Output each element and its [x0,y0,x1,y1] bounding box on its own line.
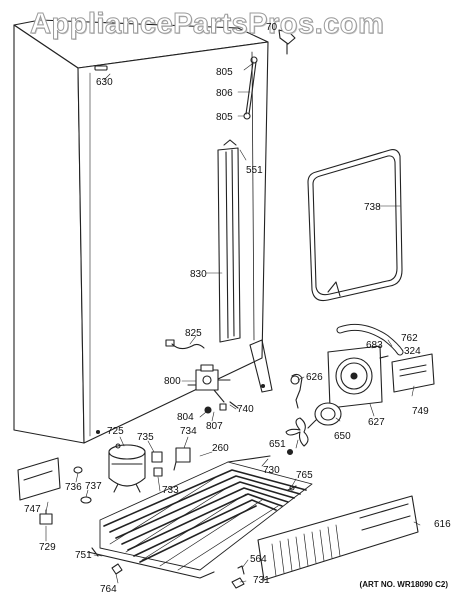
part-label: 70 [266,22,278,33]
cabinet [13,19,273,444]
part-label: 738 [364,202,381,213]
part-label: 683 [366,340,383,351]
part-label: 736 [65,482,82,493]
tube-806 [243,56,258,120]
mullion-830 [217,139,241,343]
part-label: 749 [412,406,429,417]
drain-hose-762 [336,323,404,356]
grille-616 [257,495,419,581]
hardware-804-807 [204,401,239,414]
condenser-730 [99,455,313,571]
part-label: 830 [190,269,207,280]
part-label: 626 [306,372,323,383]
part-label: 805 [216,67,233,78]
part-label: 751 [75,550,92,561]
cover-749 [391,353,435,393]
part-label: 737 [85,481,102,492]
part-label: 735 [137,432,154,443]
part-label: 651 [269,439,286,450]
part-label: 805 [216,112,233,123]
part-label: 733 [162,485,179,496]
fitting-70 [278,29,296,55]
part-label: 747 [24,504,41,515]
bracket-734 [173,447,191,471]
part-label: 804 [177,412,194,423]
valve-800 [187,364,231,403]
part-label: 564 [250,554,267,565]
part-label: 729 [39,542,56,553]
compressor-725 [108,443,146,493]
part-label: 260 [212,443,229,454]
watermark: AppliancePartsPros.com [29,8,385,41]
harness-825 [165,339,205,350]
part-label: 806 [216,88,233,99]
art-number: (ART NO. WR18090 C2) [359,580,448,589]
part-label: 630 [96,77,113,88]
screws [111,485,297,589]
sensor-626 [290,373,303,409]
part-label: 551 [246,165,263,176]
part-label: 762 [401,333,418,344]
part-label: 650 [334,431,351,442]
part-label: 324 [404,346,421,357]
shield-747 [17,457,61,501]
part-label: 730 [263,465,280,476]
part-label: 807 [206,421,223,432]
part-label: 731 [253,575,270,586]
part-label: 825 [185,328,202,339]
gasket-738 [307,149,403,302]
part-label: 800 [164,376,181,387]
base-pan-751 [87,547,215,579]
part-label: 734 [180,426,197,437]
part-label: 764 [100,584,117,595]
relay-735 [151,451,163,477]
fan-bracket-627 [327,345,389,409]
fan-blade-651 [285,417,309,456]
part-label: 740 [237,404,254,415]
part-label: 616 [434,519,451,530]
part-label: 627 [368,417,385,428]
fan-motor-650 [307,402,342,429]
part-label: 725 [107,426,124,437]
part-label: 765 [296,470,313,481]
leader-lines [45,63,421,584]
